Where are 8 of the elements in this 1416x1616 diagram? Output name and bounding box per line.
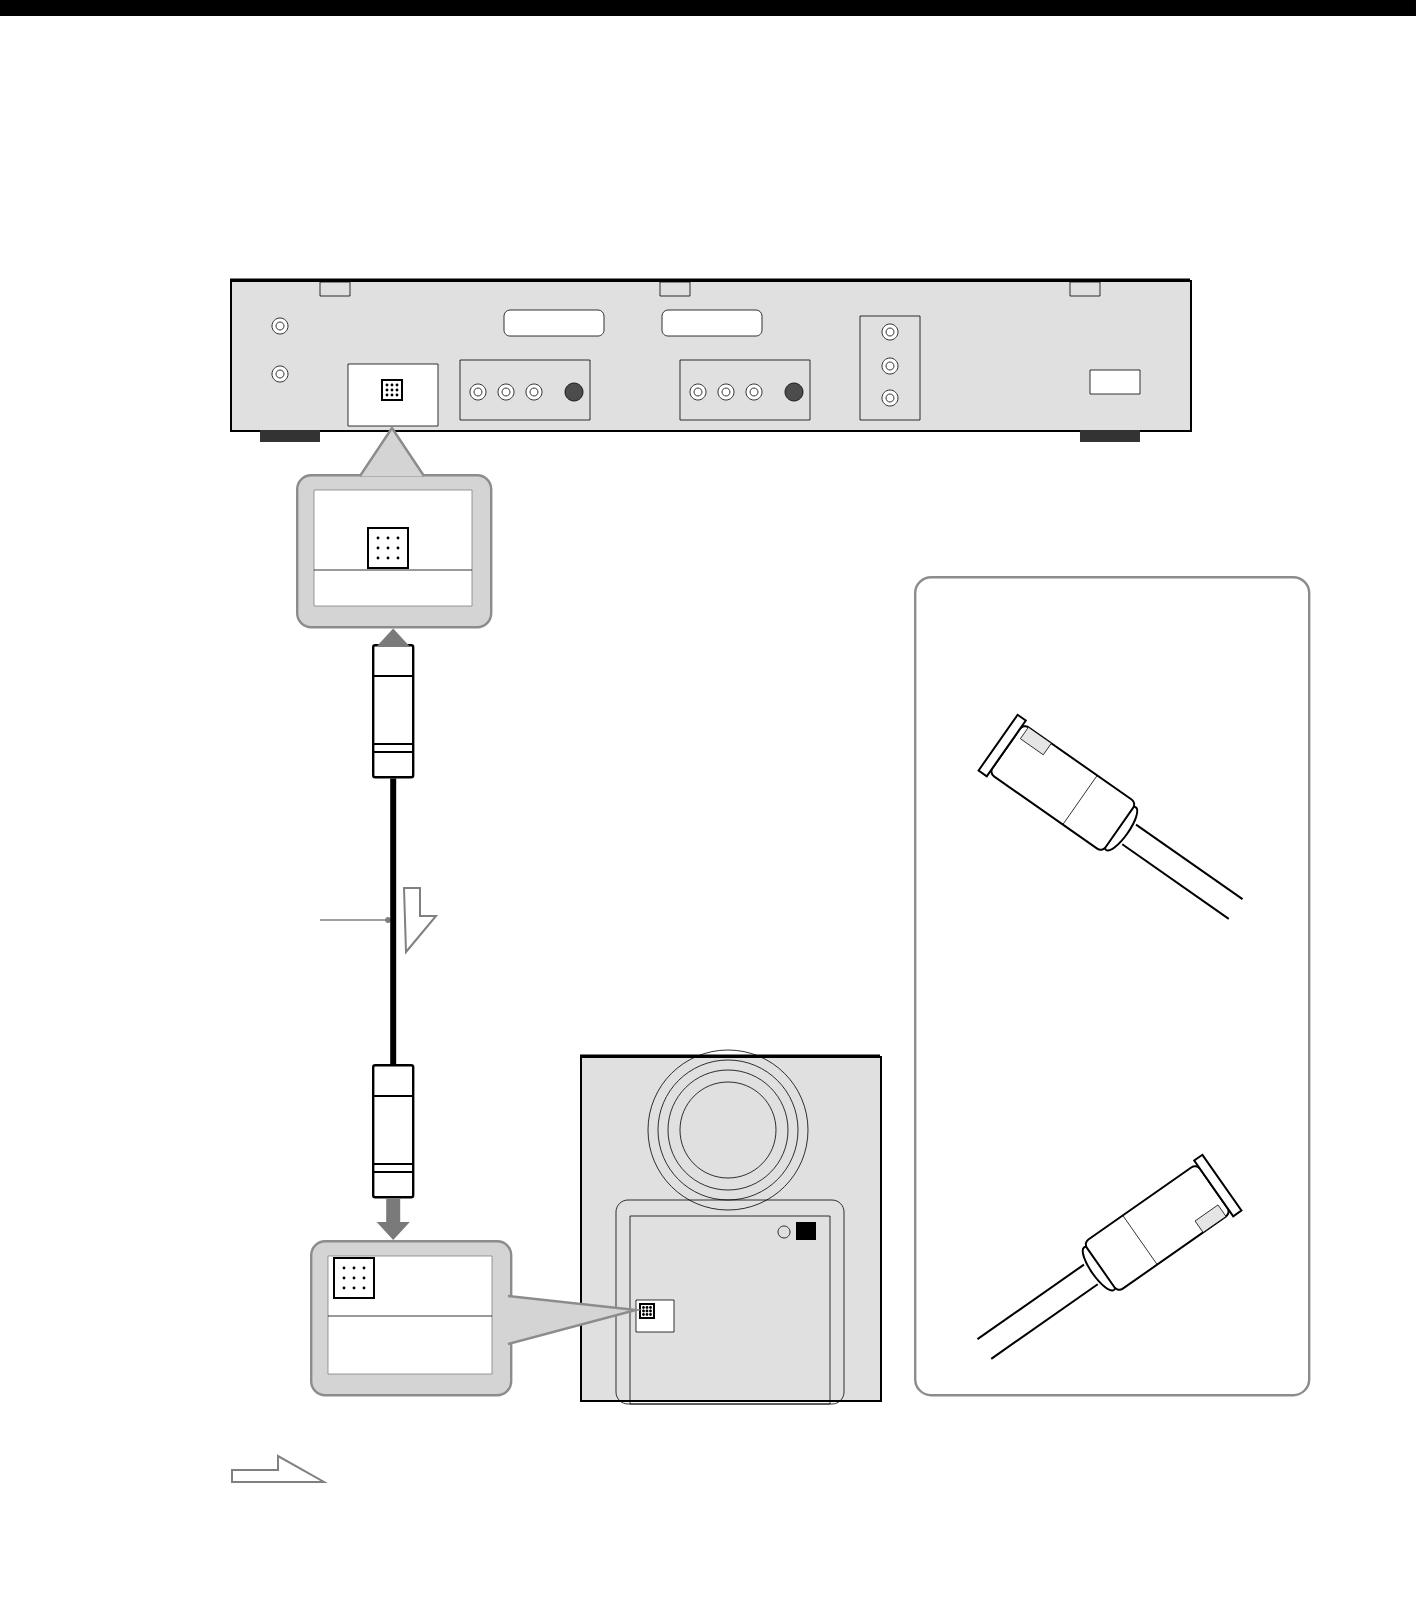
zoom-callout — [310, 1240, 513, 1397]
cable — [390, 778, 397, 1064]
plug-drawing — [371, 644, 415, 779]
zoom-callout — [296, 474, 493, 629]
recorder-drawing — [230, 278, 1192, 442]
plug-drawing — [371, 1064, 415, 1199]
subwoofer-drawing — [580, 1049, 882, 1405]
connector-panel — [914, 576, 1311, 1397]
